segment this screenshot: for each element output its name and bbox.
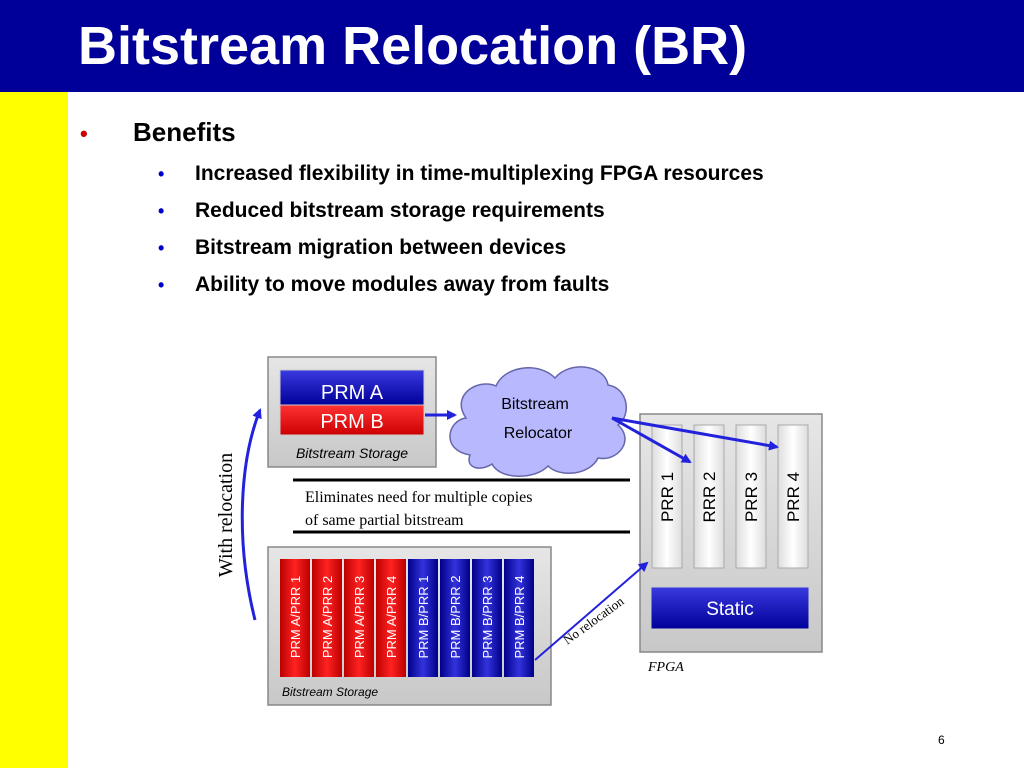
bullet-dot-icon: •	[158, 201, 165, 221]
bullet-dot-icon: •	[158, 238, 165, 258]
bitstream-bar-label: PRM A/PRR 2	[320, 576, 335, 658]
no-relocation-arrow	[534, 561, 649, 661]
title-bar: Bitstream Relocation (BR)	[0, 0, 1024, 92]
bitstream-bar-label: PRM B/PRR 1	[416, 575, 431, 658]
prr-3-region	[735, 424, 767, 569]
bitstream-bar-label: PRM B/PRR 3	[480, 575, 495, 658]
bullet-dot-icon: •	[158, 275, 165, 295]
with-relocation-arrow	[240, 408, 262, 621]
bitstream-relocator-cloud: Bitstream Relocator	[449, 366, 627, 477]
relocator-line2: Relocator	[504, 425, 573, 442]
bitstream-bar-label: PRM A/PRR 3	[352, 576, 367, 658]
bitstream-bar-label: PRM A/PRR 1	[288, 576, 303, 658]
top-storage-label: Bitstream Storage	[296, 445, 408, 461]
no-relocation-label: No relocation	[560, 593, 627, 647]
bitstream-bar	[280, 559, 310, 677]
prr-4-region	[777, 424, 809, 569]
bullet-dot-icon: •	[158, 164, 165, 184]
left-accent-bar	[0, 92, 68, 768]
note-line1: Eliminates need for multiple copies	[305, 489, 533, 506]
bitstream-bar-label: PRM B/PRR 4	[512, 575, 527, 658]
relocator-to-prr1-arrow	[611, 416, 692, 464]
bottom-bitstream-storage: PRM A/PRR 1 PRM A/PRR 2 PRM A/PRR 3 PRM …	[267, 546, 552, 706]
bitstream-bar	[504, 559, 534, 677]
static-label: Static	[706, 599, 754, 620]
prr-1-label: PRR 1	[658, 472, 677, 522]
fpga-device: PRR 1 RRR 2 PRR 3 PRR 4 Static FPGA	[639, 413, 823, 675]
bitstream-bar	[312, 559, 342, 677]
benefit-item: Ability to move modules away from faults	[195, 273, 610, 296]
fpga-label: FPGA	[647, 660, 684, 675]
with-relocation-label: With relocation	[215, 453, 237, 577]
benefit-item: Increased flexibility in time-multiplexi…	[195, 162, 764, 185]
benefit-item: Reduced bitstream storage requirements	[195, 199, 605, 222]
bitstream-bar-label: PRM B/PRR 2	[448, 575, 463, 658]
bitstream-bar	[440, 559, 470, 677]
prr-2-label: RRR 2	[700, 471, 719, 522]
prm-b-block	[279, 404, 425, 436]
bullet-dot-icon: •	[80, 121, 88, 146]
top-bitstream-storage: PRM A PRM B Bitstream Storage	[267, 356, 437, 468]
relocator-line1: Bitstream	[501, 396, 569, 413]
note-line2: of same partial bitstream	[305, 512, 464, 529]
bitstream-bar-label: PRM A/PRR 4	[384, 576, 399, 658]
page-number: 6	[938, 733, 945, 747]
prr-4-label: PRR 4	[784, 472, 803, 522]
prm-a-label: PRM A	[321, 382, 384, 404]
static-region	[650, 586, 810, 630]
bitstream-bar	[344, 559, 374, 677]
bitstream-bar	[472, 559, 502, 677]
prm-b-label: PRM B	[320, 411, 383, 433]
prr-3-label: PRR 3	[742, 472, 761, 522]
bottom-storage-label: Bitstream Storage	[282, 685, 378, 699]
benefit-item: Bitstream migration between devices	[195, 236, 567, 259]
slide-title: Bitstream Relocation (BR)	[78, 16, 748, 76]
relocator-to-prr3-arrow	[611, 416, 779, 451]
bitstream-bar	[408, 559, 438, 677]
prr-2-region	[693, 424, 725, 569]
benefits-heading: Benefits	[133, 117, 236, 147]
bitstream-bar	[376, 559, 406, 677]
benefits-list: • Benefits • Increased flexibility in ti…	[0, 0, 1024, 330]
